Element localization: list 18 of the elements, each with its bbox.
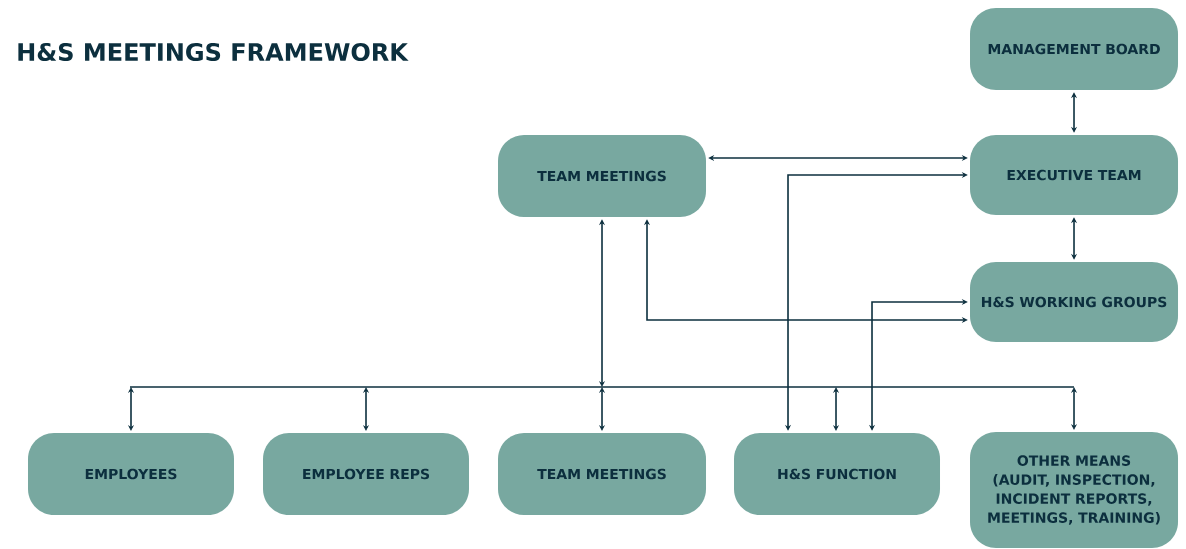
process-box: OTHER MEANS (AUDIT, INSPECTION, INCIDENT REPORTS, MEETINGS, TRAINING) bbox=[970, 432, 1178, 548]
process-box: MANAGEMENT BOARD bbox=[970, 8, 1178, 90]
process-box: EMPLOYEES bbox=[28, 433, 234, 515]
arrow bbox=[1070, 217, 1078, 260]
arrow bbox=[708, 154, 968, 162]
title: H&S MEETINGS FRAMEWORK bbox=[18, 42, 409, 62]
process-box: EXECUTIVE TEAM bbox=[970, 135, 1178, 215]
arrow bbox=[598, 387, 606, 431]
arrow bbox=[832, 387, 840, 431]
process-box: H&S WORKING GROUPS bbox=[970, 262, 1178, 342]
arrow bbox=[362, 387, 370, 431]
arrow bbox=[1070, 92, 1078, 133]
arrow bbox=[1070, 387, 1078, 430]
arrow bbox=[127, 387, 135, 431]
process-box: TEAM MEETINGS bbox=[498, 433, 706, 515]
process-box: TEAM MEETINGS bbox=[498, 135, 706, 217]
process-box: EMPLOYEE REPS bbox=[263, 433, 469, 515]
process-box: H&S FUNCTION bbox=[734, 433, 940, 515]
